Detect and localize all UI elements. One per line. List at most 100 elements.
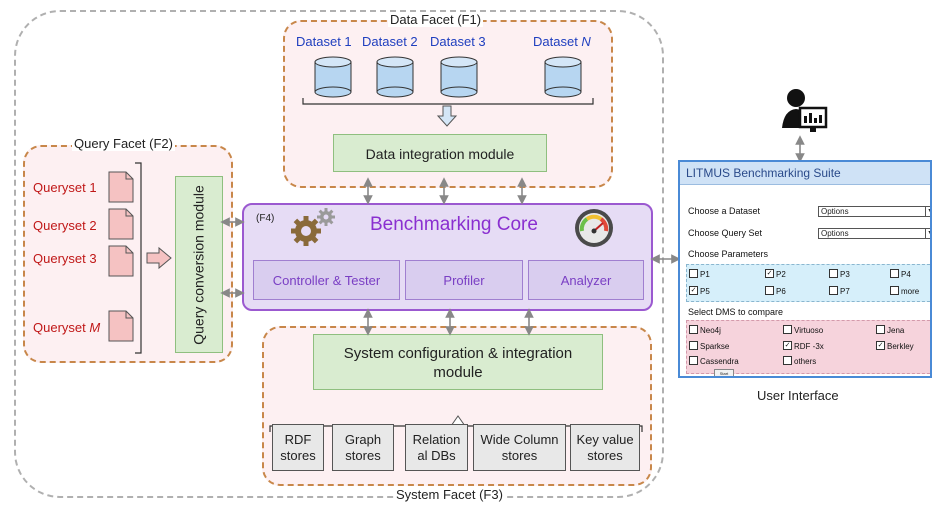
ui-window: LITMUS Benchmarking Suite Choose a Datas… bbox=[678, 160, 932, 378]
checkbox-berkley[interactable]: ✓ bbox=[876, 341, 885, 351]
checkbox-virtuoso[interactable] bbox=[783, 325, 792, 335]
ui-titlebar: LITMUS Benchmarking Suite bbox=[680, 162, 930, 185]
store-key-value-l1: Key value bbox=[576, 431, 634, 447]
dms-virtuoso-label: Virtuoso bbox=[794, 326, 824, 335]
param-p4[interactable]: P4 bbox=[890, 269, 911, 279]
queryset-bracket bbox=[135, 162, 142, 354]
checkbox-p5[interactable]: ✓ bbox=[689, 286, 698, 296]
checkbox-p2[interactable]: ✓ bbox=[765, 269, 774, 279]
core-profiler: Profiler bbox=[405, 260, 523, 300]
param-p4-label: P4 bbox=[901, 270, 911, 279]
store-key-value-l2: stores bbox=[587, 447, 623, 463]
checkbox-others[interactable] bbox=[783, 356, 792, 366]
param-p6[interactable]: P6 bbox=[765, 286, 786, 296]
dms-cassendra[interactable]: Cassendra bbox=[689, 356, 739, 366]
dataset-select-value: Options bbox=[821, 207, 849, 216]
dms-others[interactable]: others bbox=[783, 356, 816, 366]
label-select-dms: Select DMS to compare bbox=[688, 307, 784, 317]
start-button[interactable]: Start bbox=[714, 369, 734, 376]
queryset-select-value: Options bbox=[821, 229, 849, 238]
param-p2[interactable]: ✓P2 bbox=[765, 269, 786, 279]
data-integration-module: Data integration module bbox=[333, 134, 547, 172]
param-p5-label: P5 bbox=[700, 287, 710, 296]
gauge-icon bbox=[575, 209, 613, 247]
queryset-label-1: Queryset 1 bbox=[33, 180, 97, 195]
store-relational-l2: al DBs bbox=[417, 447, 456, 463]
ui-window-title: LITMUS Benchmarking Suite bbox=[686, 166, 841, 180]
chevron-down-icon[interactable]: ▼ bbox=[925, 229, 930, 238]
param-p6-label: P6 bbox=[776, 287, 786, 296]
user-icon bbox=[782, 89, 828, 132]
parameters-panel: P1 ✓P2 P3 P4 ✓P5 P6 P7 more bbox=[686, 264, 930, 302]
queryset-select[interactable]: Options ▼ bbox=[818, 228, 930, 239]
core-analyzer-label: Analyzer bbox=[560, 272, 612, 288]
ui-caption: User Interface bbox=[757, 388, 839, 403]
param-p1[interactable]: P1 bbox=[689, 269, 710, 279]
param-p3-label: P3 bbox=[840, 270, 850, 279]
param-more[interactable]: more bbox=[890, 286, 919, 296]
dataset-cylinder-2 bbox=[376, 56, 414, 98]
checkbox-p4[interactable] bbox=[890, 269, 899, 279]
dms-neo4j-label: Neo4j bbox=[700, 326, 721, 335]
data-integration-module-label: Data integration module bbox=[365, 146, 515, 162]
dataset-label-1: Dataset 1 bbox=[296, 34, 352, 49]
dataset-select[interactable]: Options ▼ bbox=[818, 206, 930, 217]
dms-jena-label: Jena bbox=[887, 326, 905, 335]
store-graph-l1: Graph bbox=[344, 431, 382, 447]
dataset-label-2: Dataset 2 bbox=[362, 34, 418, 49]
right-arrow-icon bbox=[146, 246, 172, 270]
core-title: Benchmarking Core bbox=[370, 214, 538, 235]
queryset-doc-m bbox=[108, 310, 134, 342]
store-relational-l1: Relation bbox=[412, 431, 461, 447]
store-key-value: Key value stores bbox=[570, 424, 640, 471]
store-graph-l2: stores bbox=[345, 447, 381, 463]
dms-panel: Neo4j Virtuoso Jena Sparkse ✓RDF -3x ✓Be… bbox=[686, 320, 930, 374]
checkbox-p3[interactable] bbox=[829, 269, 838, 279]
param-p5[interactable]: ✓P5 bbox=[689, 286, 710, 296]
dms-berkley[interactable]: ✓Berkley bbox=[876, 341, 914, 351]
queryset-doc-2 bbox=[108, 208, 134, 240]
data-facet-graphics bbox=[302, 56, 594, 127]
dms-jena[interactable]: Jena bbox=[876, 325, 905, 335]
dms-neo4j[interactable]: Neo4j bbox=[689, 325, 721, 335]
param-p3[interactable]: P3 bbox=[829, 269, 850, 279]
system-facet-title: System Facet (F3) bbox=[394, 487, 505, 502]
dms-berkley-label: Berkley bbox=[887, 342, 914, 351]
chevron-down-icon[interactable]: ▼ bbox=[925, 207, 930, 216]
query-facet-title: Query Facet (F2) bbox=[72, 136, 175, 151]
checkbox-cassendra[interactable] bbox=[689, 356, 698, 366]
down-arrow-icon bbox=[436, 105, 458, 127]
param-p2-label: P2 bbox=[776, 270, 786, 279]
dms-sparkse[interactable]: Sparkse bbox=[689, 341, 729, 351]
dms-rdf3x[interactable]: ✓RDF -3x bbox=[783, 341, 824, 351]
checkbox-sparkse[interactable] bbox=[689, 341, 698, 351]
query-facet-graphics bbox=[108, 162, 172, 354]
dataset-cylinder-1 bbox=[314, 56, 352, 98]
checkbox-p6[interactable] bbox=[765, 286, 774, 296]
queryset-label-3: Queryset 3 bbox=[33, 251, 97, 266]
label-choose-queryset: Choose Query Set bbox=[688, 228, 763, 238]
dms-rdf3x-label: RDF -3x bbox=[794, 342, 824, 351]
core-analyzer: Analyzer bbox=[528, 260, 644, 300]
checkbox-p1[interactable] bbox=[689, 269, 698, 279]
checkbox-rdf3x[interactable]: ✓ bbox=[783, 341, 792, 351]
param-p1-label: P1 bbox=[700, 270, 710, 279]
dataset-label-3: Dataset 3 bbox=[430, 34, 486, 49]
system-configuration-module: System configuration & integration modul… bbox=[313, 334, 603, 390]
store-graph: Graph stores bbox=[332, 424, 394, 471]
start-button-label: Start bbox=[719, 371, 729, 376]
dataset-cylinder-3 bbox=[440, 56, 478, 98]
checkbox-more[interactable] bbox=[890, 286, 899, 296]
store-rdf-l1: RDF bbox=[284, 431, 312, 447]
dms-cassendra-label: Cassendra bbox=[700, 357, 739, 366]
system-module-label-line2: module bbox=[433, 364, 483, 381]
dms-virtuoso[interactable]: Virtuoso bbox=[783, 325, 824, 335]
checkbox-jena[interactable] bbox=[876, 325, 885, 335]
checkbox-p7[interactable] bbox=[829, 286, 838, 296]
system-boundary bbox=[14, 10, 664, 498]
core-profiler-label: Profiler bbox=[443, 272, 485, 288]
dataset-label-n: Dataset N bbox=[533, 34, 591, 49]
param-p7[interactable]: P7 bbox=[829, 286, 850, 296]
checkbox-neo4j[interactable] bbox=[689, 325, 698, 335]
